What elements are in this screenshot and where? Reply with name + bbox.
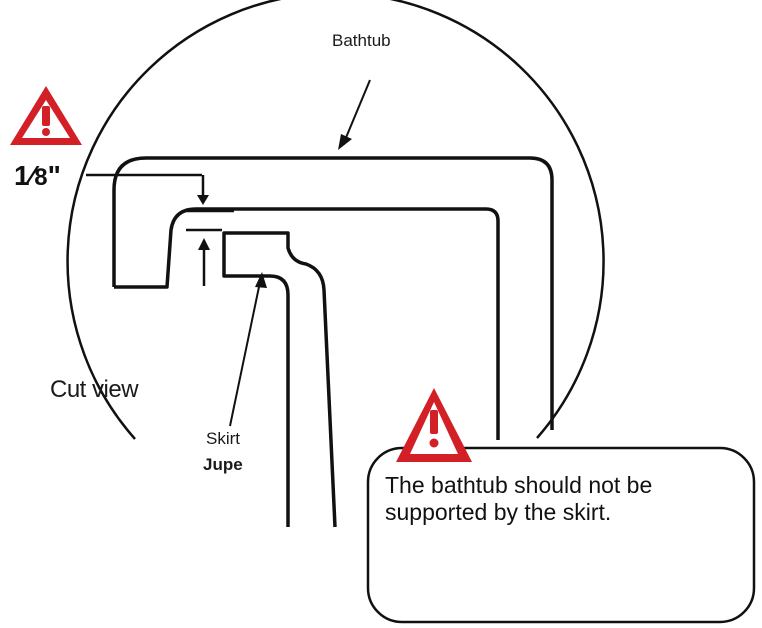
skirt-label: Skirt	[206, 429, 240, 448]
gap-arrow-down-head	[197, 195, 209, 205]
cut-view-label: Cut view	[50, 376, 139, 403]
bathtub-pointer-shaft	[344, 79, 371, 141]
callout-message: The bathtub should not be supported by t…	[385, 472, 735, 526]
gap-denominator: 8	[34, 164, 48, 191]
jupe-label: Jupe	[203, 455, 243, 474]
bathtub-outer-outline	[112, 156, 554, 430]
skirt-pointer-shaft	[229, 281, 261, 427]
bathtub-label: Bathtub	[332, 31, 391, 50]
bathtub-pointer-head	[338, 134, 352, 150]
skirt-pointer-head	[255, 272, 267, 288]
callout-line-1: The bathtub should not be	[385, 472, 653, 498]
cut-view-circle	[66, 0, 605, 440]
gap-arrow-up-head	[198, 238, 210, 250]
callout-line-2: supported by the skirt.	[385, 499, 612, 525]
gap-numerator: 1	[14, 160, 30, 191]
bathtub-lip	[114, 207, 500, 440]
warning-triangle-icon	[10, 86, 82, 145]
warning-triangle-icon	[396, 388, 472, 462]
callout-box	[366, 446, 756, 624]
gap-measurement: 1⁄8"	[14, 160, 61, 191]
gap-unit: "	[47, 160, 61, 191]
skirt-profile	[222, 231, 337, 528]
